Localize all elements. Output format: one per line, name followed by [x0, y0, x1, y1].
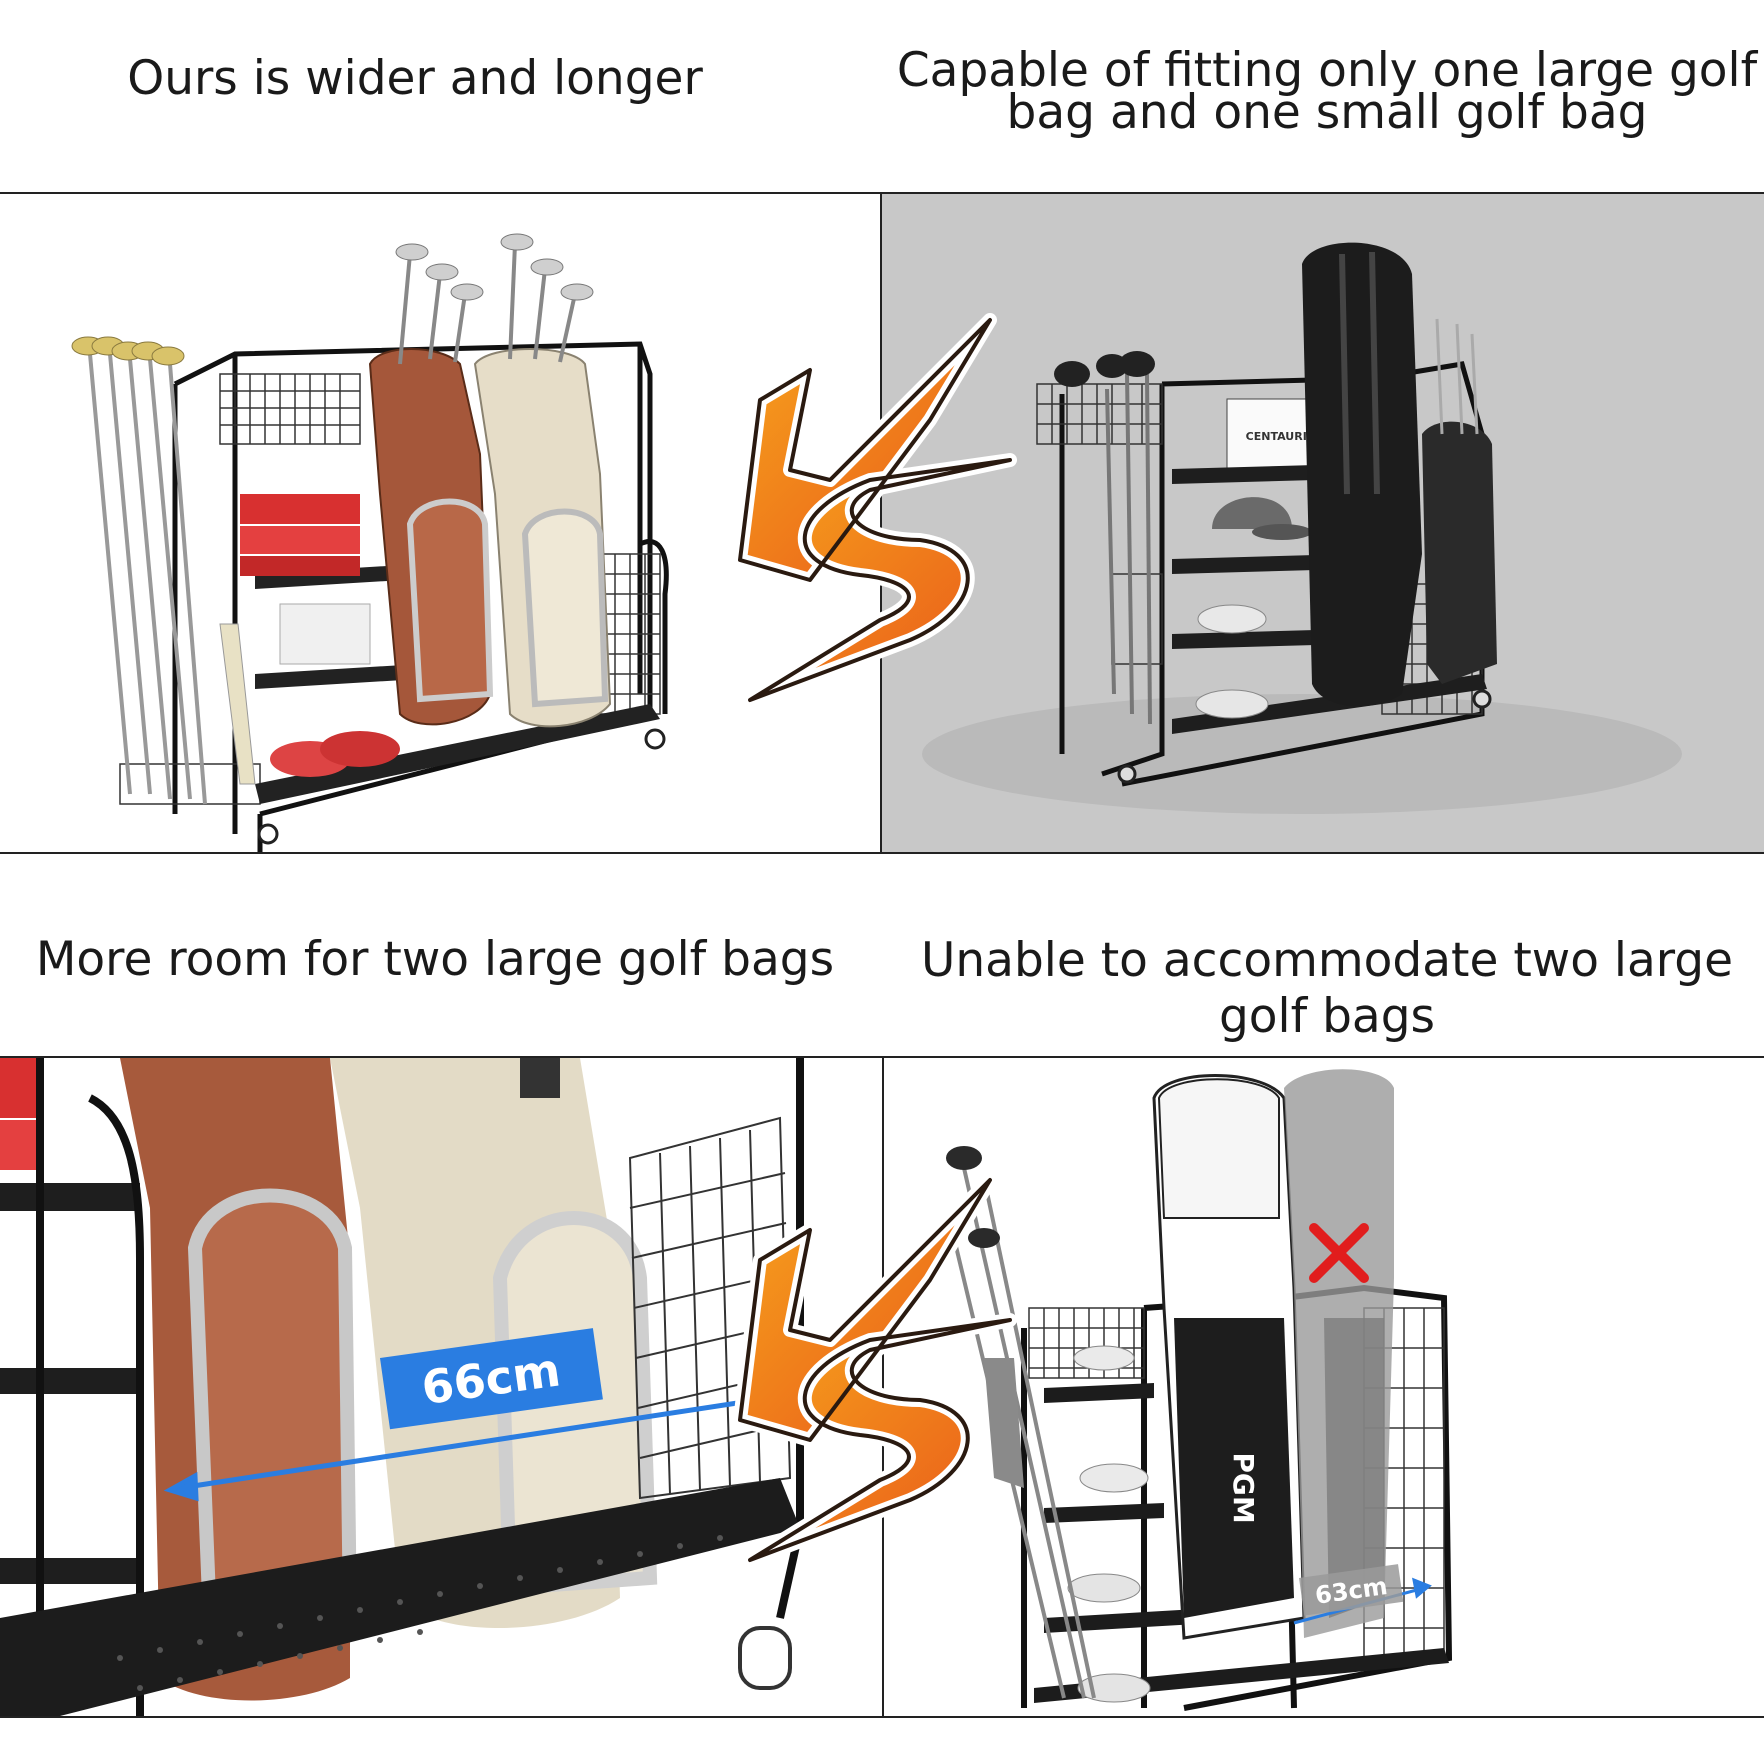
our-rack-illustration: [71, 233, 669, 852]
caption-bottom-right: Unable to accommodate two large golf bag…: [890, 933, 1764, 1045]
caption-bottom-left: More room for two large golf bags: [35, 932, 835, 987]
bag-logo: PGM: [1227, 1452, 1260, 1523]
divider-middle: [0, 852, 1764, 854]
caption-top-right-line2: bag and one small golf bag: [1006, 85, 1648, 140]
panel-competitor-closeup: PGM 63cm: [884, 1058, 1764, 1716]
competitor-rack-illustration: CENTAURIAL: [922, 242, 1682, 814]
caption-bottom-right-line2: golf bags: [1218, 989, 1436, 1044]
caption-top-right-line1: Capable of fitting only one large golf: [896, 43, 1758, 98]
caption-bottom-right-line1: Unable to accommodate two large: [920, 933, 1733, 988]
panel-competitor-rack: CENTAURIAL: [882, 194, 1764, 852]
divider-vertical-bottom: [882, 1056, 884, 1718]
vs-icon-bottom: [733, 1173, 1017, 1567]
panel-our-rack-closeup: 66cm: [0, 1058, 882, 1716]
panel-our-rack: [0, 194, 880, 852]
red-cross-icon: [1309, 1223, 1369, 1283]
divider-top: [0, 192, 1764, 194]
competitor-closeup-illustration: PGM 63cm: [946, 1069, 1453, 1711]
divider-vertical-top: [880, 192, 882, 854]
caption-top-left: Ours is wider and longer: [127, 51, 703, 106]
competitor-rack-label: CENTAURIAL: [1246, 430, 1323, 443]
vs-icon: [733, 313, 1017, 707]
caption-top-right: Capable of fitting only one large golf b…: [890, 43, 1764, 140]
